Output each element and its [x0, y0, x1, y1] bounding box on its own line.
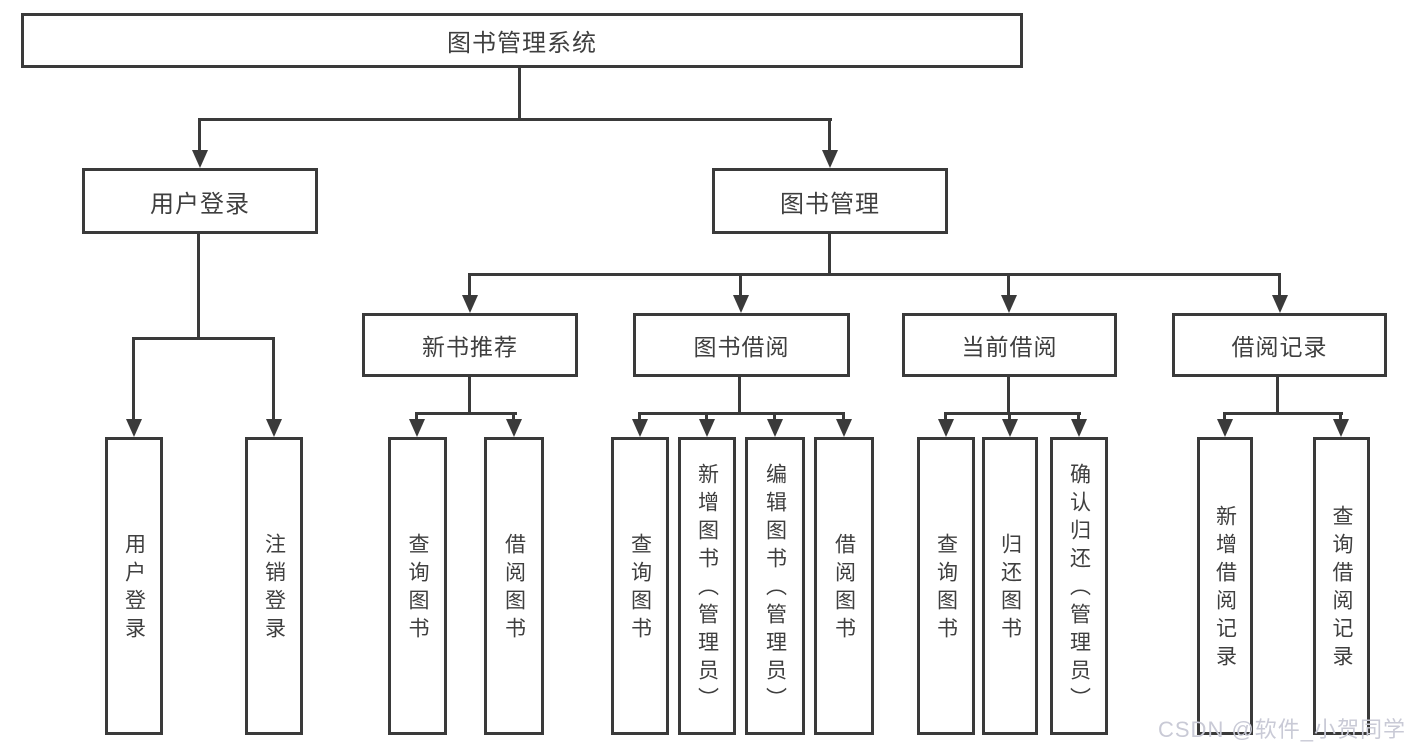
connector-segment	[1007, 377, 1010, 412]
node-borrowing-records: 借阅记录	[1172, 313, 1387, 377]
connector-segment	[1077, 412, 1080, 422]
leaf-add-borrow-record: 新增借阅记录	[1197, 437, 1253, 735]
arrow-down-icon	[699, 419, 715, 437]
leaf-query-books-borrowing: 查询图书	[611, 437, 669, 735]
connector-segment	[1007, 273, 1010, 297]
connector-segment	[1339, 412, 1342, 422]
arrow-down-icon	[938, 419, 954, 437]
connector-segment	[638, 412, 641, 422]
connector-segment	[198, 118, 201, 152]
connector-segment	[468, 273, 471, 297]
leaf-user-login: 用户登录	[105, 437, 163, 735]
connector-segment	[944, 412, 1081, 415]
arrow-down-icon	[1002, 419, 1018, 437]
leaf-confirm-return-admin: 确认归还（管理员）	[1050, 437, 1108, 735]
leaf-query-borrow-record: 查询借阅记录	[1313, 437, 1370, 735]
connector-segment	[198, 118, 832, 121]
leaf-borrow-books: 借阅图书	[814, 437, 874, 735]
connector-segment	[415, 412, 418, 422]
arrow-down-icon	[733, 295, 749, 313]
arrow-down-icon	[632, 419, 648, 437]
csdn-watermark: CSDN @软件_小贺同学	[1158, 717, 1405, 742]
connector-segment	[739, 273, 742, 297]
leaf-borrow-books-recommend: 借阅图书	[484, 437, 544, 735]
connector-segment	[828, 118, 831, 152]
node-new-book-recommendation: 新书推荐	[362, 313, 578, 377]
connector-segment	[828, 234, 831, 273]
arrow-down-icon	[1272, 295, 1288, 313]
arrow-down-icon	[1071, 419, 1087, 437]
connector-segment	[415, 412, 517, 415]
leaf-query-books-recommend: 查询图书	[388, 437, 447, 735]
leaf-logout: 注销登录	[245, 437, 303, 735]
connector-segment	[1008, 412, 1011, 422]
arrow-down-icon	[192, 150, 208, 168]
connector-segment	[272, 337, 275, 421]
leaf-edit-books-admin: 编辑图书（管理员）	[745, 437, 805, 735]
connector-segment	[1223, 412, 1226, 422]
connector-segment	[842, 412, 845, 422]
arrow-down-icon	[126, 419, 142, 437]
connector-segment	[773, 412, 776, 422]
connector-segment	[197, 234, 200, 337]
arrow-down-icon	[1217, 419, 1233, 437]
arrow-down-icon	[1001, 295, 1017, 313]
arrow-down-icon	[822, 150, 838, 168]
arrow-down-icon	[409, 419, 425, 437]
node-root-library-system: 图书管理系统	[21, 13, 1023, 68]
connector-segment	[1278, 273, 1281, 297]
arrow-down-icon	[266, 419, 282, 437]
node-book-borrowing: 图书借阅	[633, 313, 850, 377]
leaf-add-books-admin: 新增图书（管理员）	[678, 437, 736, 735]
node-current-borrowing: 当前借阅	[902, 313, 1117, 377]
arrow-down-icon	[767, 419, 783, 437]
connector-segment	[468, 273, 1281, 276]
arrow-down-icon	[836, 419, 852, 437]
connector-segment	[1223, 412, 1343, 415]
leaf-return-books: 归还图书	[982, 437, 1038, 735]
node-user-login: 用户登录	[82, 168, 318, 234]
arrow-down-icon	[462, 295, 478, 313]
node-book-management: 图书管理	[712, 168, 948, 234]
arrow-down-icon	[506, 419, 522, 437]
arrow-down-icon	[1333, 419, 1349, 437]
connector-segment	[944, 412, 947, 422]
leaf-query-books-current: 查询图书	[917, 437, 975, 735]
connector-segment	[468, 377, 471, 412]
connector-segment	[132, 337, 135, 421]
connector-segment	[638, 412, 845, 415]
connector-segment	[705, 412, 708, 422]
connector-segment	[132, 337, 275, 340]
connector-segment	[512, 412, 515, 422]
connector-segment	[738, 377, 741, 412]
connector-segment	[518, 68, 521, 118]
connector-segment	[1276, 377, 1279, 412]
